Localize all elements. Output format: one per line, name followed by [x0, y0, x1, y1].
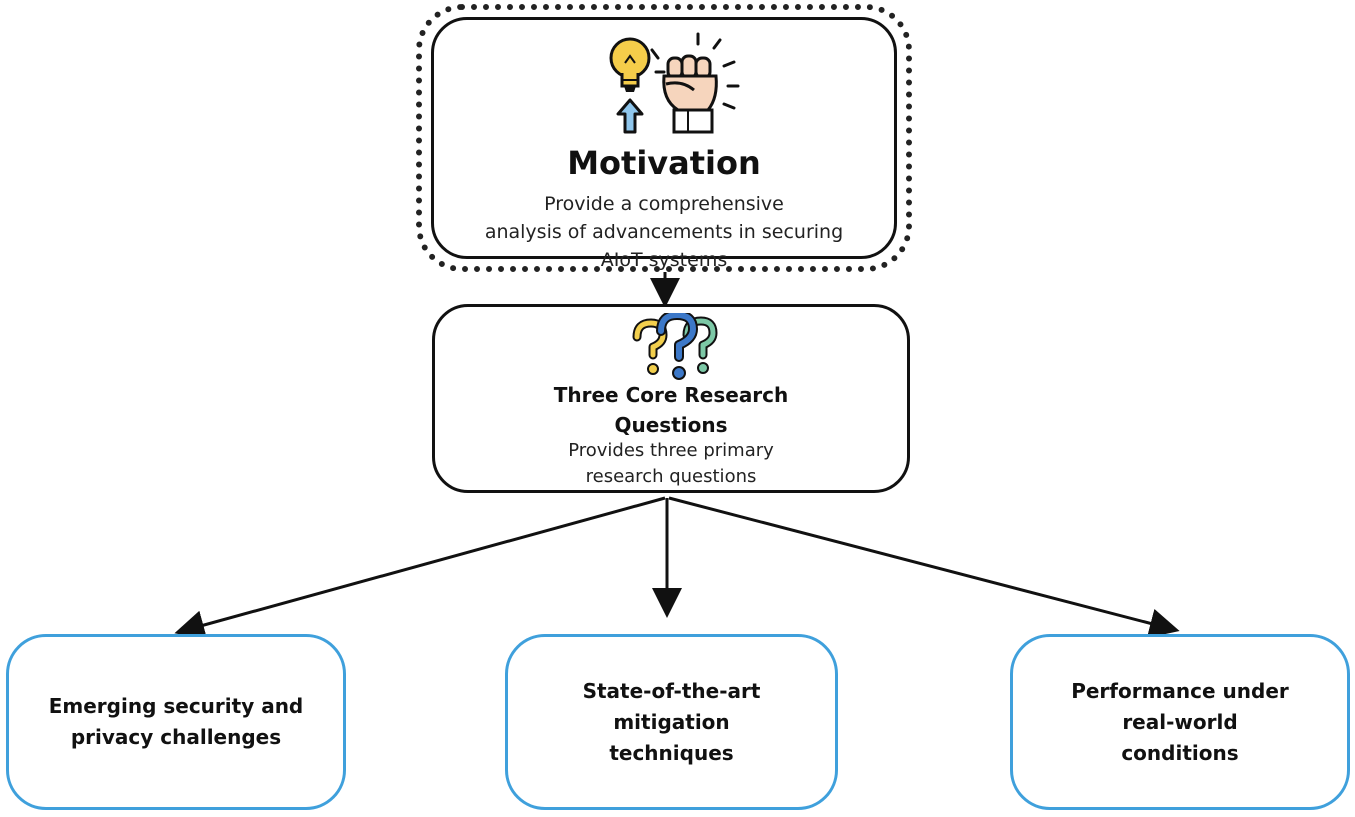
- motivation-description: Provide a comprehensive analysis of adva…: [474, 190, 854, 274]
- question-2-line: State-of-the-art mitigation: [582, 678, 761, 734]
- question-1-line: privacy challenges: [70, 725, 282, 749]
- question-node-2: State-of-the-art mitigation techniques: [505, 634, 838, 810]
- research-questions-description-line: research questions: [585, 466, 757, 487]
- research-questions-title-line: Three Core Research: [553, 383, 789, 407]
- research-questions-description-line: Provides three primary: [568, 440, 774, 461]
- motivation-description-line: AIoT systems: [600, 249, 728, 271]
- motivation-card: Motivation Provide a comprehensive analy…: [431, 17, 897, 271]
- lightbulb-icon: [609, 37, 651, 92]
- question-node-1: Emerging security and privacy challenges: [6, 634, 346, 810]
- arrow-to-question-1: [174, 496, 666, 640]
- question-2-line: techniques: [609, 740, 734, 765]
- research-questions-title: Three Core Research Questions: [435, 380, 907, 440]
- up-arrow-icon: [616, 98, 644, 134]
- motivation-illustration: [609, 32, 740, 134]
- question-node-3: Performance under real-world conditions: [1010, 634, 1350, 810]
- question-2-text: State-of-the-art mitigation techniques: [508, 676, 835, 769]
- research-questions-description: Provides three primary research question…: [435, 438, 907, 490]
- question-1-text: Emerging security and privacy challenges: [25, 691, 328, 753]
- research-questions-node: Three Core Research Questions Provides t…: [432, 304, 910, 493]
- question-3-line: Performance under: [1071, 678, 1289, 703]
- arrow-to-question-3: [668, 496, 1180, 638]
- burst-lines-icon: [650, 32, 740, 110]
- question-marks-icon: [632, 313, 718, 380]
- research-questions-title-line: Questions: [614, 413, 728, 437]
- question-3-line: conditions: [1121, 740, 1239, 765]
- motivation-node: Motivation Provide a comprehensive analy…: [416, 4, 912, 272]
- motivation-title: Motivation: [567, 144, 761, 182]
- motivation-description-line: analysis of advancements in securing: [484, 221, 844, 243]
- question-3-line: real-world: [1122, 709, 1238, 734]
- motivation-description-line: Provide a comprehensive: [544, 193, 784, 215]
- raised-fist-icon: [662, 54, 718, 134]
- question-1-line: Emerging security and: [48, 694, 304, 718]
- question-3-text: Performance under real-world conditions: [1047, 676, 1313, 769]
